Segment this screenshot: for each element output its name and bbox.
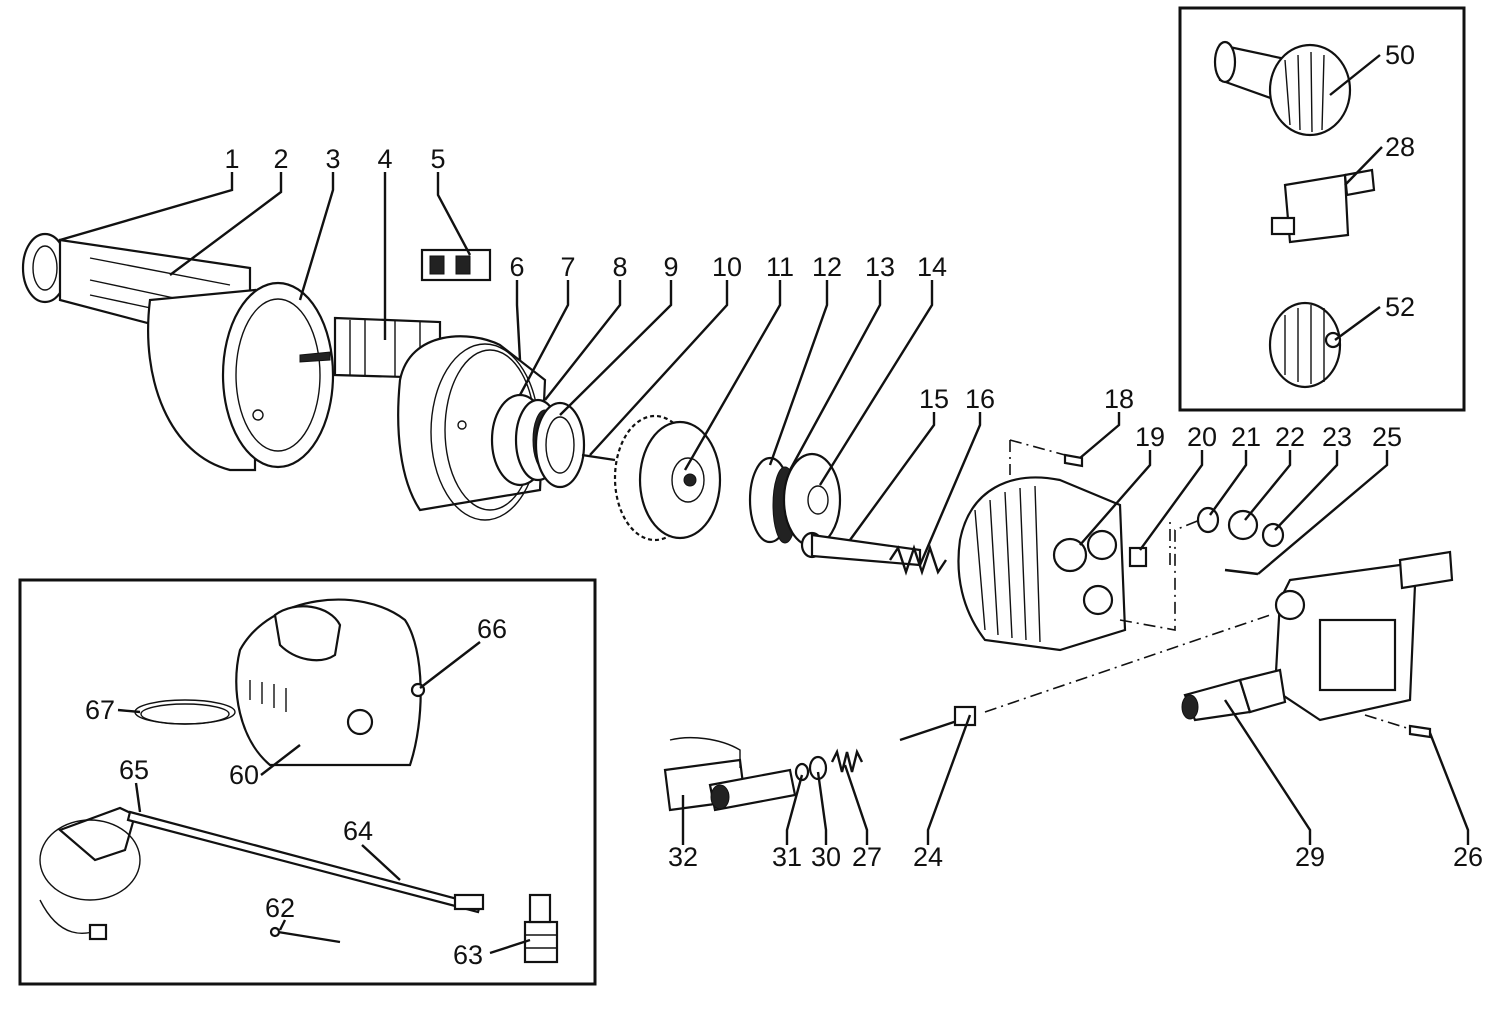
part-label-30: 30	[811, 842, 841, 872]
part-label-31: 31	[772, 842, 802, 872]
part-label-24: 24	[913, 842, 943, 872]
part-label-50: 50	[1385, 40, 1415, 70]
part-label-65: 65	[119, 755, 149, 785]
part-motor-housing	[21, 232, 257, 472]
part-nut-20	[1128, 546, 1148, 568]
part-label-7: 7	[560, 252, 575, 282]
part-label-20: 20	[1187, 422, 1217, 452]
part-manifold	[1273, 550, 1454, 722]
part-valves	[1196, 506, 1285, 548]
inset-pump-head-52	[1268, 301, 1342, 389]
part-pin	[581, 453, 616, 462]
part-label-52: 52	[1385, 292, 1415, 322]
part-label-6: 6	[509, 252, 524, 282]
inset-manifold-28	[1270, 168, 1376, 244]
part-label-3: 3	[325, 144, 340, 174]
part-small-seals	[794, 748, 864, 782]
part-label-22: 22	[1275, 422, 1305, 452]
part-label-12: 12	[812, 252, 842, 282]
part-label-23: 23	[1322, 422, 1352, 452]
part-spring	[889, 544, 947, 576]
part-label-67: 67	[85, 695, 115, 725]
inset-accessories-frame	[18, 578, 597, 986]
part-label-18: 18	[1104, 384, 1134, 414]
part-label-5: 5	[430, 144, 445, 174]
part-pump-head	[957, 476, 1127, 652]
part-rod-24	[899, 705, 977, 742]
part-label-60: 60	[229, 760, 259, 790]
part-bolt-25	[1224, 568, 1259, 576]
part-label-62: 62	[265, 893, 295, 923]
part-label-29: 29	[1295, 842, 1325, 872]
part-label-32: 32	[668, 842, 698, 872]
part-label-64: 64	[343, 816, 373, 846]
part-label-13: 13	[865, 252, 895, 282]
part-label-27: 27	[852, 842, 882, 872]
part-label-8: 8	[612, 252, 627, 282]
assembly-lines	[984, 439, 1411, 730]
inset-bottle-63	[523, 893, 559, 964]
part-label-10: 10	[712, 252, 742, 282]
part-screw-18	[1063, 453, 1084, 468]
part-label-21: 21	[1231, 422, 1261, 452]
inset-pin-62-head	[269, 926, 281, 938]
part-seals	[748, 452, 842, 548]
part-label-28: 28	[1385, 132, 1415, 162]
part-label-11: 11	[766, 252, 794, 282]
part-thermal-switch	[663, 737, 797, 812]
inset-pin-62	[277, 930, 341, 944]
part-label-63: 63	[453, 940, 483, 970]
part-switch	[420, 248, 492, 282]
inset-pump-variants-frame	[1178, 6, 1466, 412]
part-screw-26	[1408, 724, 1432, 739]
part-ring	[221, 281, 335, 469]
part-label-4: 4	[377, 144, 392, 174]
part-label-66: 66	[477, 614, 507, 644]
inset-cover-60	[235, 598, 422, 767]
part-label-19: 19	[1135, 422, 1165, 452]
part-nozzle	[1181, 668, 1287, 722]
part-label-25: 25	[1372, 422, 1402, 452]
inset-hose-67	[134, 699, 236, 725]
inset-gun-hose-65	[39, 806, 141, 941]
leader-lines	[59, 54, 1470, 955]
inset-lance-64	[126, 810, 485, 914]
inset-pump-assembly-50	[1213, 40, 1352, 137]
part-bearing-stack	[490, 393, 586, 489]
part-label-1: 1	[224, 144, 239, 174]
part-label-16: 16	[965, 384, 995, 414]
part-label-26: 26	[1453, 842, 1483, 872]
part-label-14: 14	[917, 252, 947, 282]
part-label-2: 2	[273, 144, 288, 174]
part-label-15: 15	[919, 384, 949, 414]
part-label-9: 9	[663, 252, 678, 282]
part-gear	[613, 414, 722, 542]
